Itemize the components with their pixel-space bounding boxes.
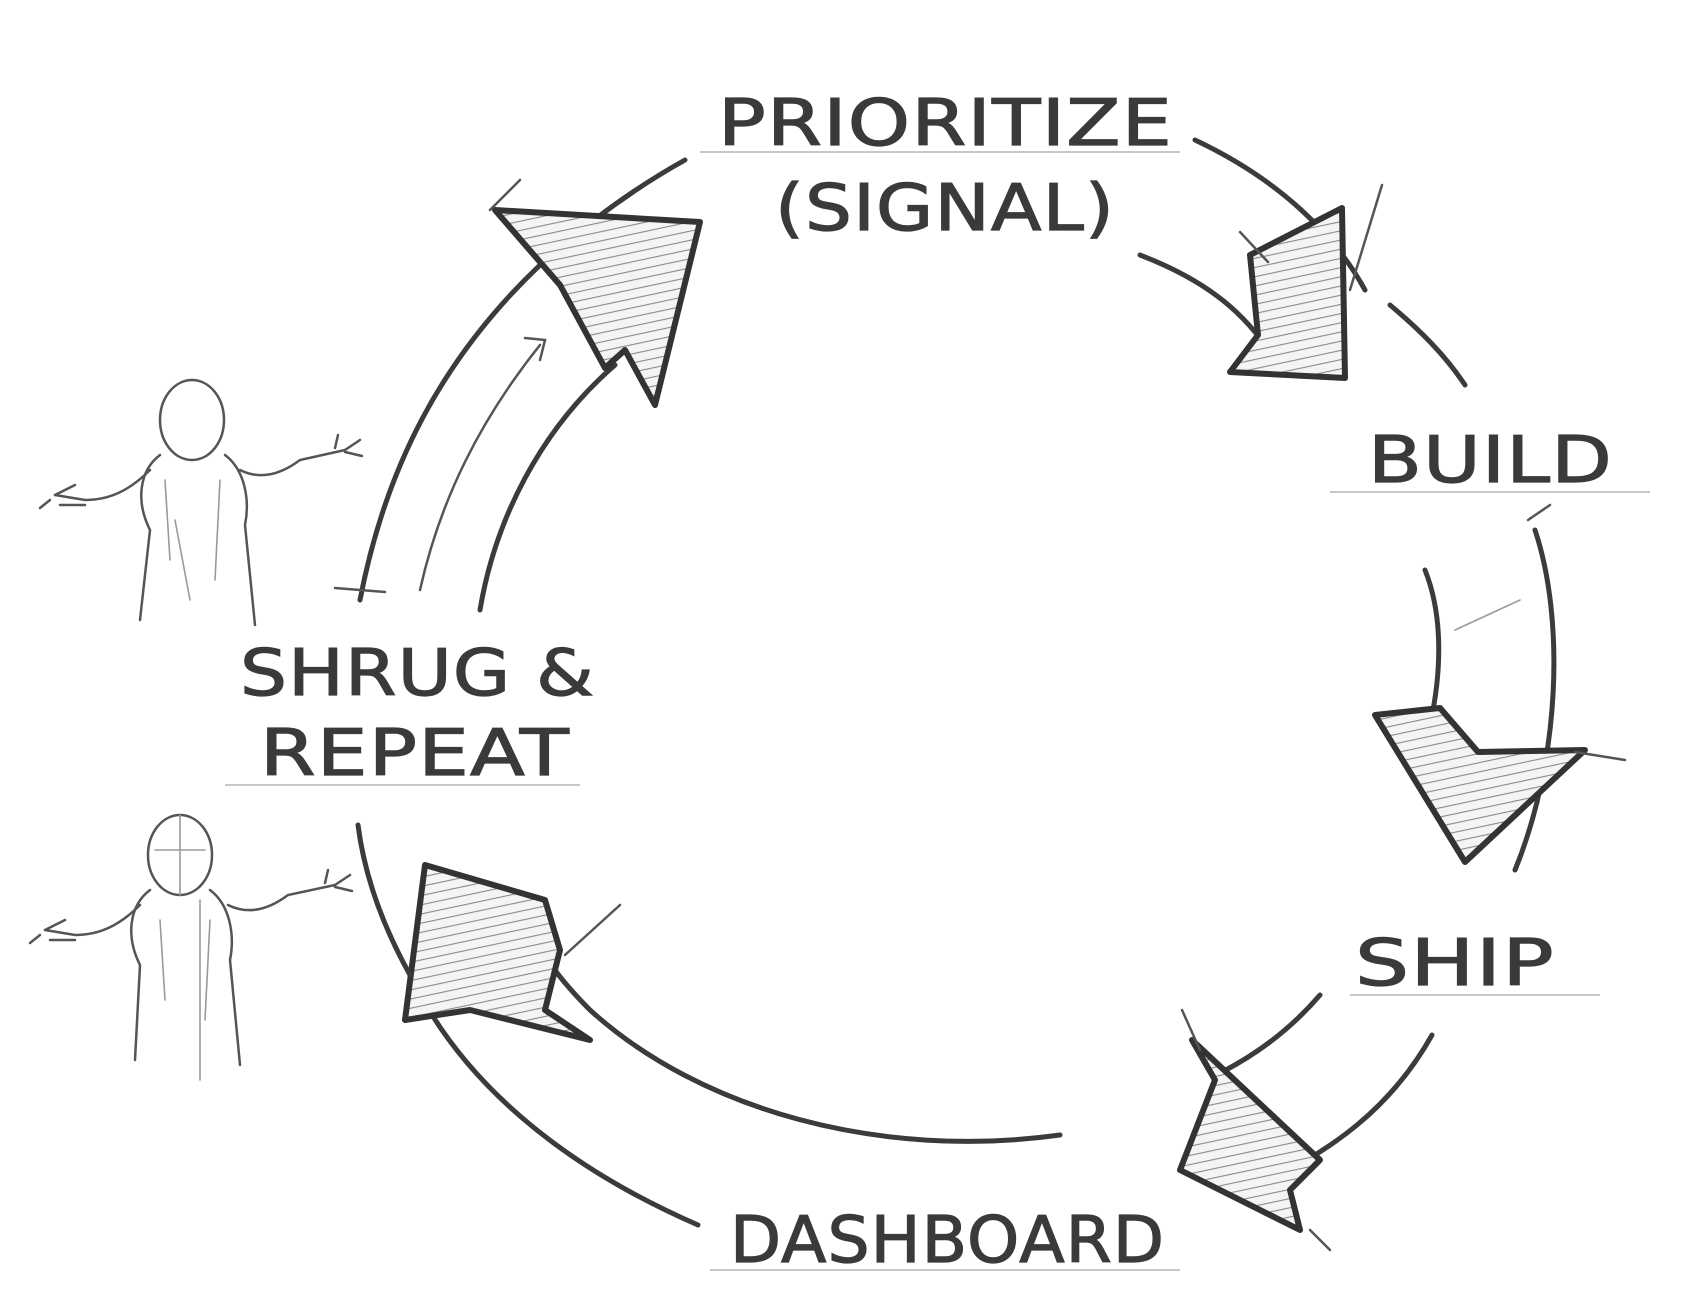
- label-shrug-repeat: SHRUG & REPEAT: [225, 636, 595, 792]
- arrow-shrug-to-prioritize: [333, 157, 703, 613]
- label-repeat-text: REPEAT: [260, 717, 570, 791]
- label-build-text: BUILD: [1368, 424, 1613, 498]
- label-prioritize: PRIORITIZE (SIGNAL): [700, 86, 1180, 247]
- arrow-prioritize-to-build: [1137, 137, 1468, 388]
- label-prioritize-text: PRIORITIZE: [718, 87, 1173, 161]
- label-shrug-text: SHRUG &: [240, 637, 595, 711]
- label-signal-text: (SIGNAL): [775, 172, 1115, 246]
- shrugging-person-upper: [38, 378, 364, 627]
- arrow-ship-to-dashboard: [1177, 992, 1435, 1252]
- label-ship-text: SHIP: [1355, 927, 1555, 1001]
- label-build: BUILD: [1330, 423, 1650, 499]
- arrow-build-to-ship: [1372, 503, 1627, 873]
- label-ship: SHIP: [1350, 926, 1600, 1002]
- label-dashboard: DASHBOARD: [710, 1203, 1180, 1279]
- arrow-dashboard-to-shrug: [355, 822, 1063, 1228]
- label-dashboard-text: DASHBOARD: [730, 1204, 1165, 1278]
- shrugging-person-lower: [28, 813, 354, 1081]
